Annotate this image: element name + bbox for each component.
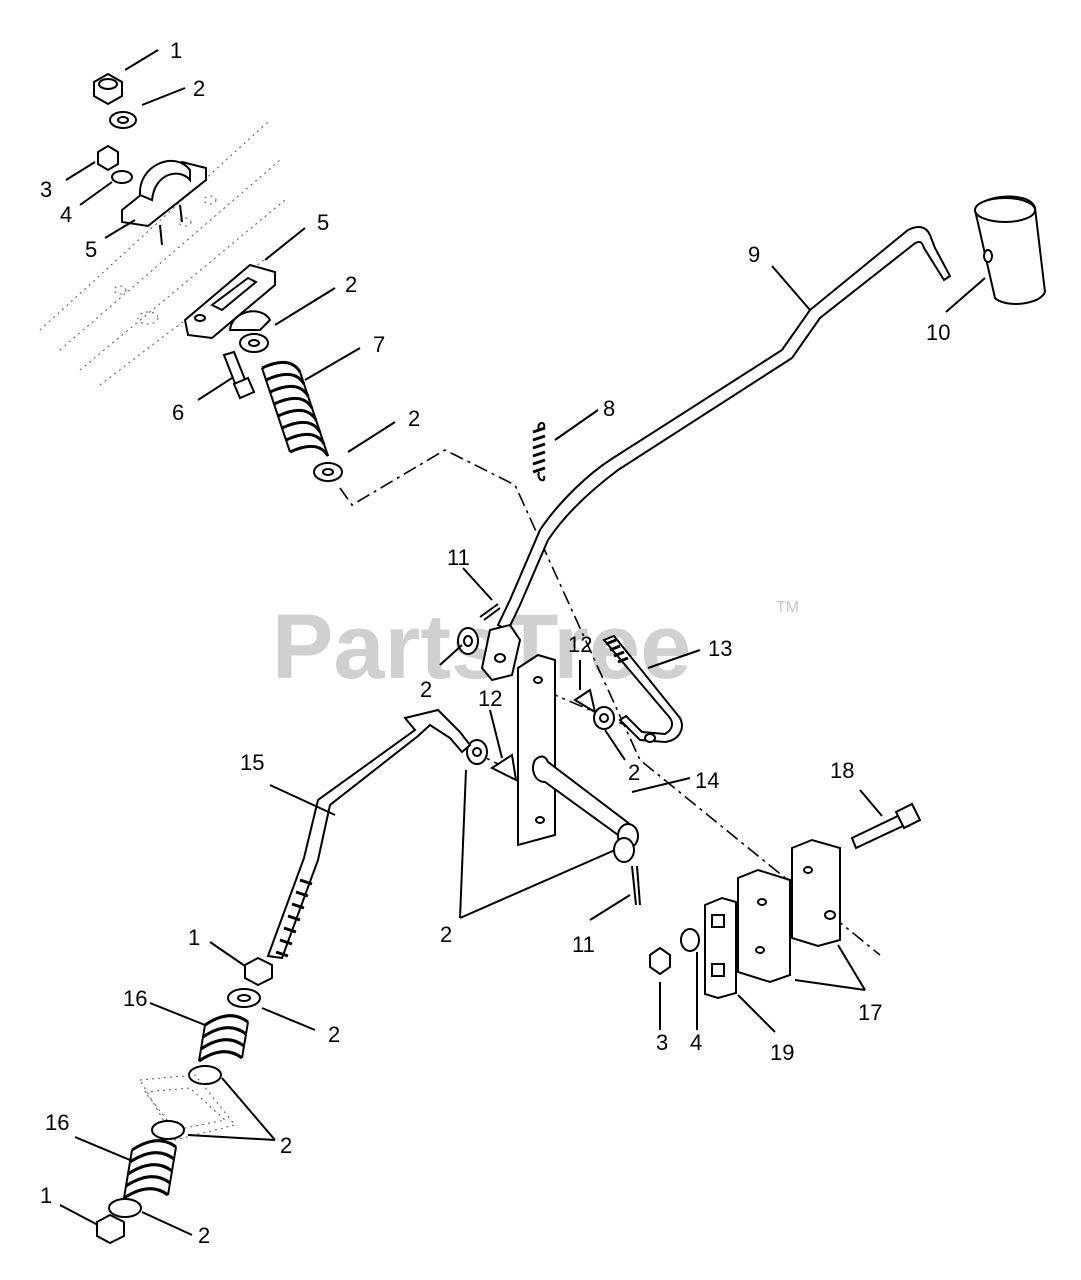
cotter-pin-11-bottom [631, 865, 641, 906]
adjusting-rod-15 [266, 708, 472, 960]
block-17-back [791, 838, 841, 948]
callout-2: 2 [408, 406, 420, 431]
callout-1: 1 [188, 925, 200, 950]
washer-4-bottom [680, 928, 700, 952]
callout-15: 15 [240, 750, 264, 775]
spring-16-upper [198, 1014, 249, 1063]
callout-7: 7 [373, 332, 385, 357]
callout-4: 4 [690, 1030, 702, 1055]
nut-3-top [97, 144, 119, 172]
callout-2: 2 [628, 760, 640, 785]
callout-1: 1 [40, 1183, 52, 1208]
spring-16-lower [123, 1139, 177, 1200]
callout-2: 2 [345, 272, 357, 297]
callout-10: 10 [926, 320, 950, 345]
handle-knob-10 [973, 195, 1047, 305]
callout-11: 11 [572, 932, 595, 957]
callout-17: 17 [858, 1000, 882, 1025]
callout-5: 5 [85, 237, 97, 262]
callout-1: 1 [170, 38, 182, 63]
block-17-front [737, 868, 791, 984]
wave-washer-12-right [573, 688, 597, 715]
washer-2c [313, 462, 343, 482]
washer-2e [593, 706, 615, 730]
callout-16: 16 [123, 986, 147, 1011]
washer-2d [457, 627, 479, 655]
callout-14: 14 [695, 768, 719, 793]
callout-18: 18 [830, 758, 854, 783]
washer-2f [613, 837, 635, 863]
lock-nut-middle [244, 956, 273, 987]
callout-2: 2 [328, 1022, 340, 1047]
callout-12: 12 [568, 632, 592, 657]
washer-top [109, 111, 137, 129]
cotter-pin-11-top [479, 603, 501, 621]
wave-washer-12-left [489, 753, 518, 782]
callout-11: 11 [447, 545, 470, 570]
spring-7 [261, 360, 330, 457]
callout-2: 2 [198, 1223, 210, 1248]
threaded-rod-13 [602, 634, 683, 744]
washer-4-top [111, 170, 133, 184]
slotted-plate-19 [704, 896, 737, 1000]
washer-2-left [466, 739, 488, 765]
frame-rail [39, 119, 291, 386]
callout-16: 16 [45, 1110, 69, 1135]
lock-nut-bottom [96, 1213, 125, 1245]
washer-2h [188, 1065, 222, 1085]
nut-3-bottom [649, 946, 671, 976]
spring-8 [532, 422, 546, 482]
washer-2g [227, 988, 261, 1008]
lock-nut-top [93, 72, 123, 106]
callout-3: 3 [40, 177, 52, 202]
callout-2: 2 [193, 76, 205, 101]
callout-4: 4 [60, 202, 72, 227]
callout-2: 2 [420, 677, 432, 702]
callout-8: 8 [603, 396, 615, 421]
callout-labels: 1 2 3 4 5 5 2 7 6 2 8 9 10 11 2 12 13 12… [40, 38, 950, 1248]
bolt-6 [222, 350, 256, 400]
mount-bracket-dotted [139, 1074, 236, 1141]
pivot-shaft-14 [532, 755, 639, 849]
callout-5: 5 [317, 210, 329, 235]
callout-9: 9 [748, 242, 760, 267]
bracket-lower [183, 263, 276, 340]
callout-2: 2 [280, 1133, 292, 1158]
callout-19: 19 [770, 1040, 794, 1065]
leader-lines [59, 49, 986, 1236]
washer-2b [239, 333, 269, 353]
bracket-upper [121, 159, 207, 246]
pivot-plate [517, 653, 556, 847]
callout-12: 12 [478, 686, 502, 711]
watermark-trademark: TM [776, 599, 799, 616]
lift-lever-9 [480, 226, 952, 682]
callout-3: 3 [656, 1030, 668, 1055]
washer-2i [151, 1120, 185, 1140]
bolt-18 [850, 802, 922, 850]
callout-6: 6 [172, 400, 184, 425]
callout-2: 2 [440, 922, 452, 947]
watermark-text: PartsTree [272, 596, 691, 698]
washer-2-bottom [108, 1198, 142, 1218]
callout-13: 13 [708, 636, 732, 661]
